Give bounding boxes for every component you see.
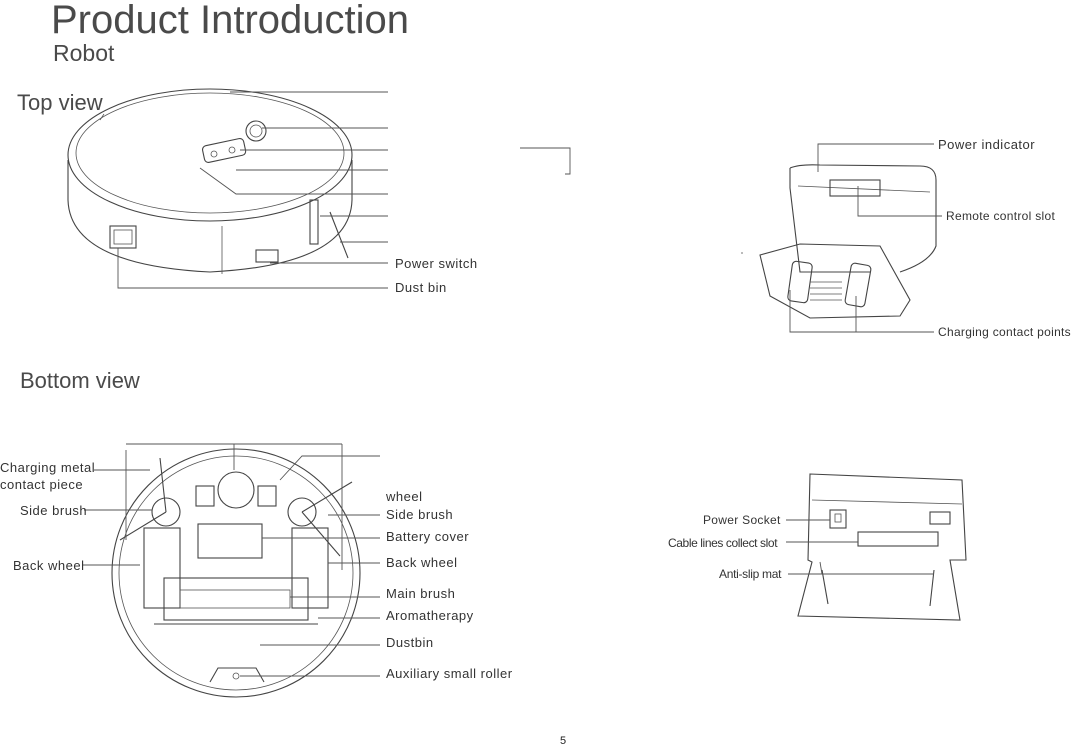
label-aromatherapy: Aromatherapy: [386, 608, 474, 623]
label-charging-contact-points: Charging contact points: [938, 325, 1071, 339]
robot-bottom-view-drawing: [111, 448, 361, 698]
label-battery-cover: Battery cover: [386, 529, 470, 544]
page-title: Product Introduction: [51, 0, 409, 42]
bottom-view-heading: Bottom view: [20, 368, 140, 393]
robot-top-view-drawing: [67, 88, 353, 274]
top-view-leader-lines: [117, 91, 571, 289]
page-subtitle: Robot: [53, 40, 115, 66]
base-station-bottom-drawing: [797, 473, 967, 621]
base-station-top-leader-lines: [789, 143, 942, 333]
base-station-top-drawing: [741, 164, 937, 319]
label-anti-slip-mat: Anti-slip mat: [719, 567, 782, 581]
label-power-indicator: Power indicator: [938, 137, 1036, 152]
label-power-socket: Power Socket: [703, 513, 781, 527]
label-side-brush-right: Side brush: [386, 507, 454, 522]
label-charging-metal: Charging metal: [0, 460, 96, 475]
label-back-wheel-right: Back wheel: [386, 555, 458, 570]
label-contact-piece: contact piece: [0, 477, 84, 492]
label-side-brush-left: Side brush: [20, 503, 88, 518]
bottom-view-leader-lines: [82, 443, 380, 677]
label-back-wheel-left: Back wheel: [13, 558, 85, 573]
label-cable-lines-collect-slot: Cable lines collect slot: [668, 536, 778, 550]
label-dustbin: Dustbin: [386, 635, 434, 650]
page-number: 5: [560, 735, 567, 747]
label-power-switch: Power switch: [395, 256, 478, 271]
label-dust-bin: Dust bin: [395, 280, 447, 295]
top-view-heading: Top view: [17, 90, 103, 115]
base-station-bottom-leader-lines: [786, 519, 934, 575]
label-auxiliary-small-roller: Auxiliary small roller: [386, 666, 513, 681]
label-wheel: wheel: [386, 489, 423, 504]
label-remote-control-slot: Remote control slot: [946, 209, 1056, 223]
label-main-brush: Main brush: [386, 586, 456, 601]
